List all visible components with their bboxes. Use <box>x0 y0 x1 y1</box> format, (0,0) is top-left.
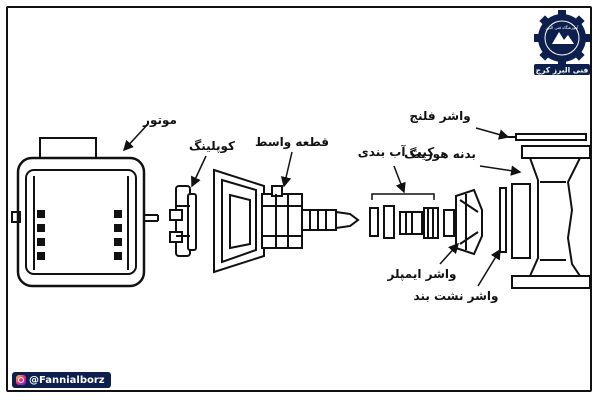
label-seal-kit: کیت آب بندی <box>358 144 434 159</box>
motor <box>11 137 159 288</box>
impeller <box>443 188 483 256</box>
social-handle-text: @Fannialborz <box>29 374 105 386</box>
leak-washer <box>499 187 507 253</box>
flange-washer <box>508 133 587 141</box>
coupling <box>169 185 197 257</box>
label-motor: موتور <box>142 113 177 128</box>
intermediate-part <box>213 168 360 274</box>
seal-kit <box>369 205 439 239</box>
school-logo: آموزشگاه فنی البرز فنی البرز کرج <box>534 10 590 75</box>
housing-body <box>511 145 591 289</box>
leader-lines <box>122 123 522 287</box>
instagram-icon <box>16 375 26 385</box>
label-housing-body: بدنه هوزینگ <box>404 147 476 162</box>
seal-kit-bracket <box>371 193 435 200</box>
label-flange-washer: واشر فلنج <box>409 109 470 124</box>
logo-caption: فنی البرز کرج <box>536 66 589 75</box>
social-handle-badge: @Fannialborz <box>12 372 111 388</box>
label-impeller-washer: واشر ایمپلر <box>387 267 457 282</box>
label-coupling: کوپلینگ <box>189 139 235 154</box>
label-leak-washer: واشر نشت بند <box>414 289 499 304</box>
label-intermediate-part: قطعه واسط <box>255 135 329 150</box>
logo-ring-text: آموزشگاه فنی البرز <box>545 25 580 30</box>
